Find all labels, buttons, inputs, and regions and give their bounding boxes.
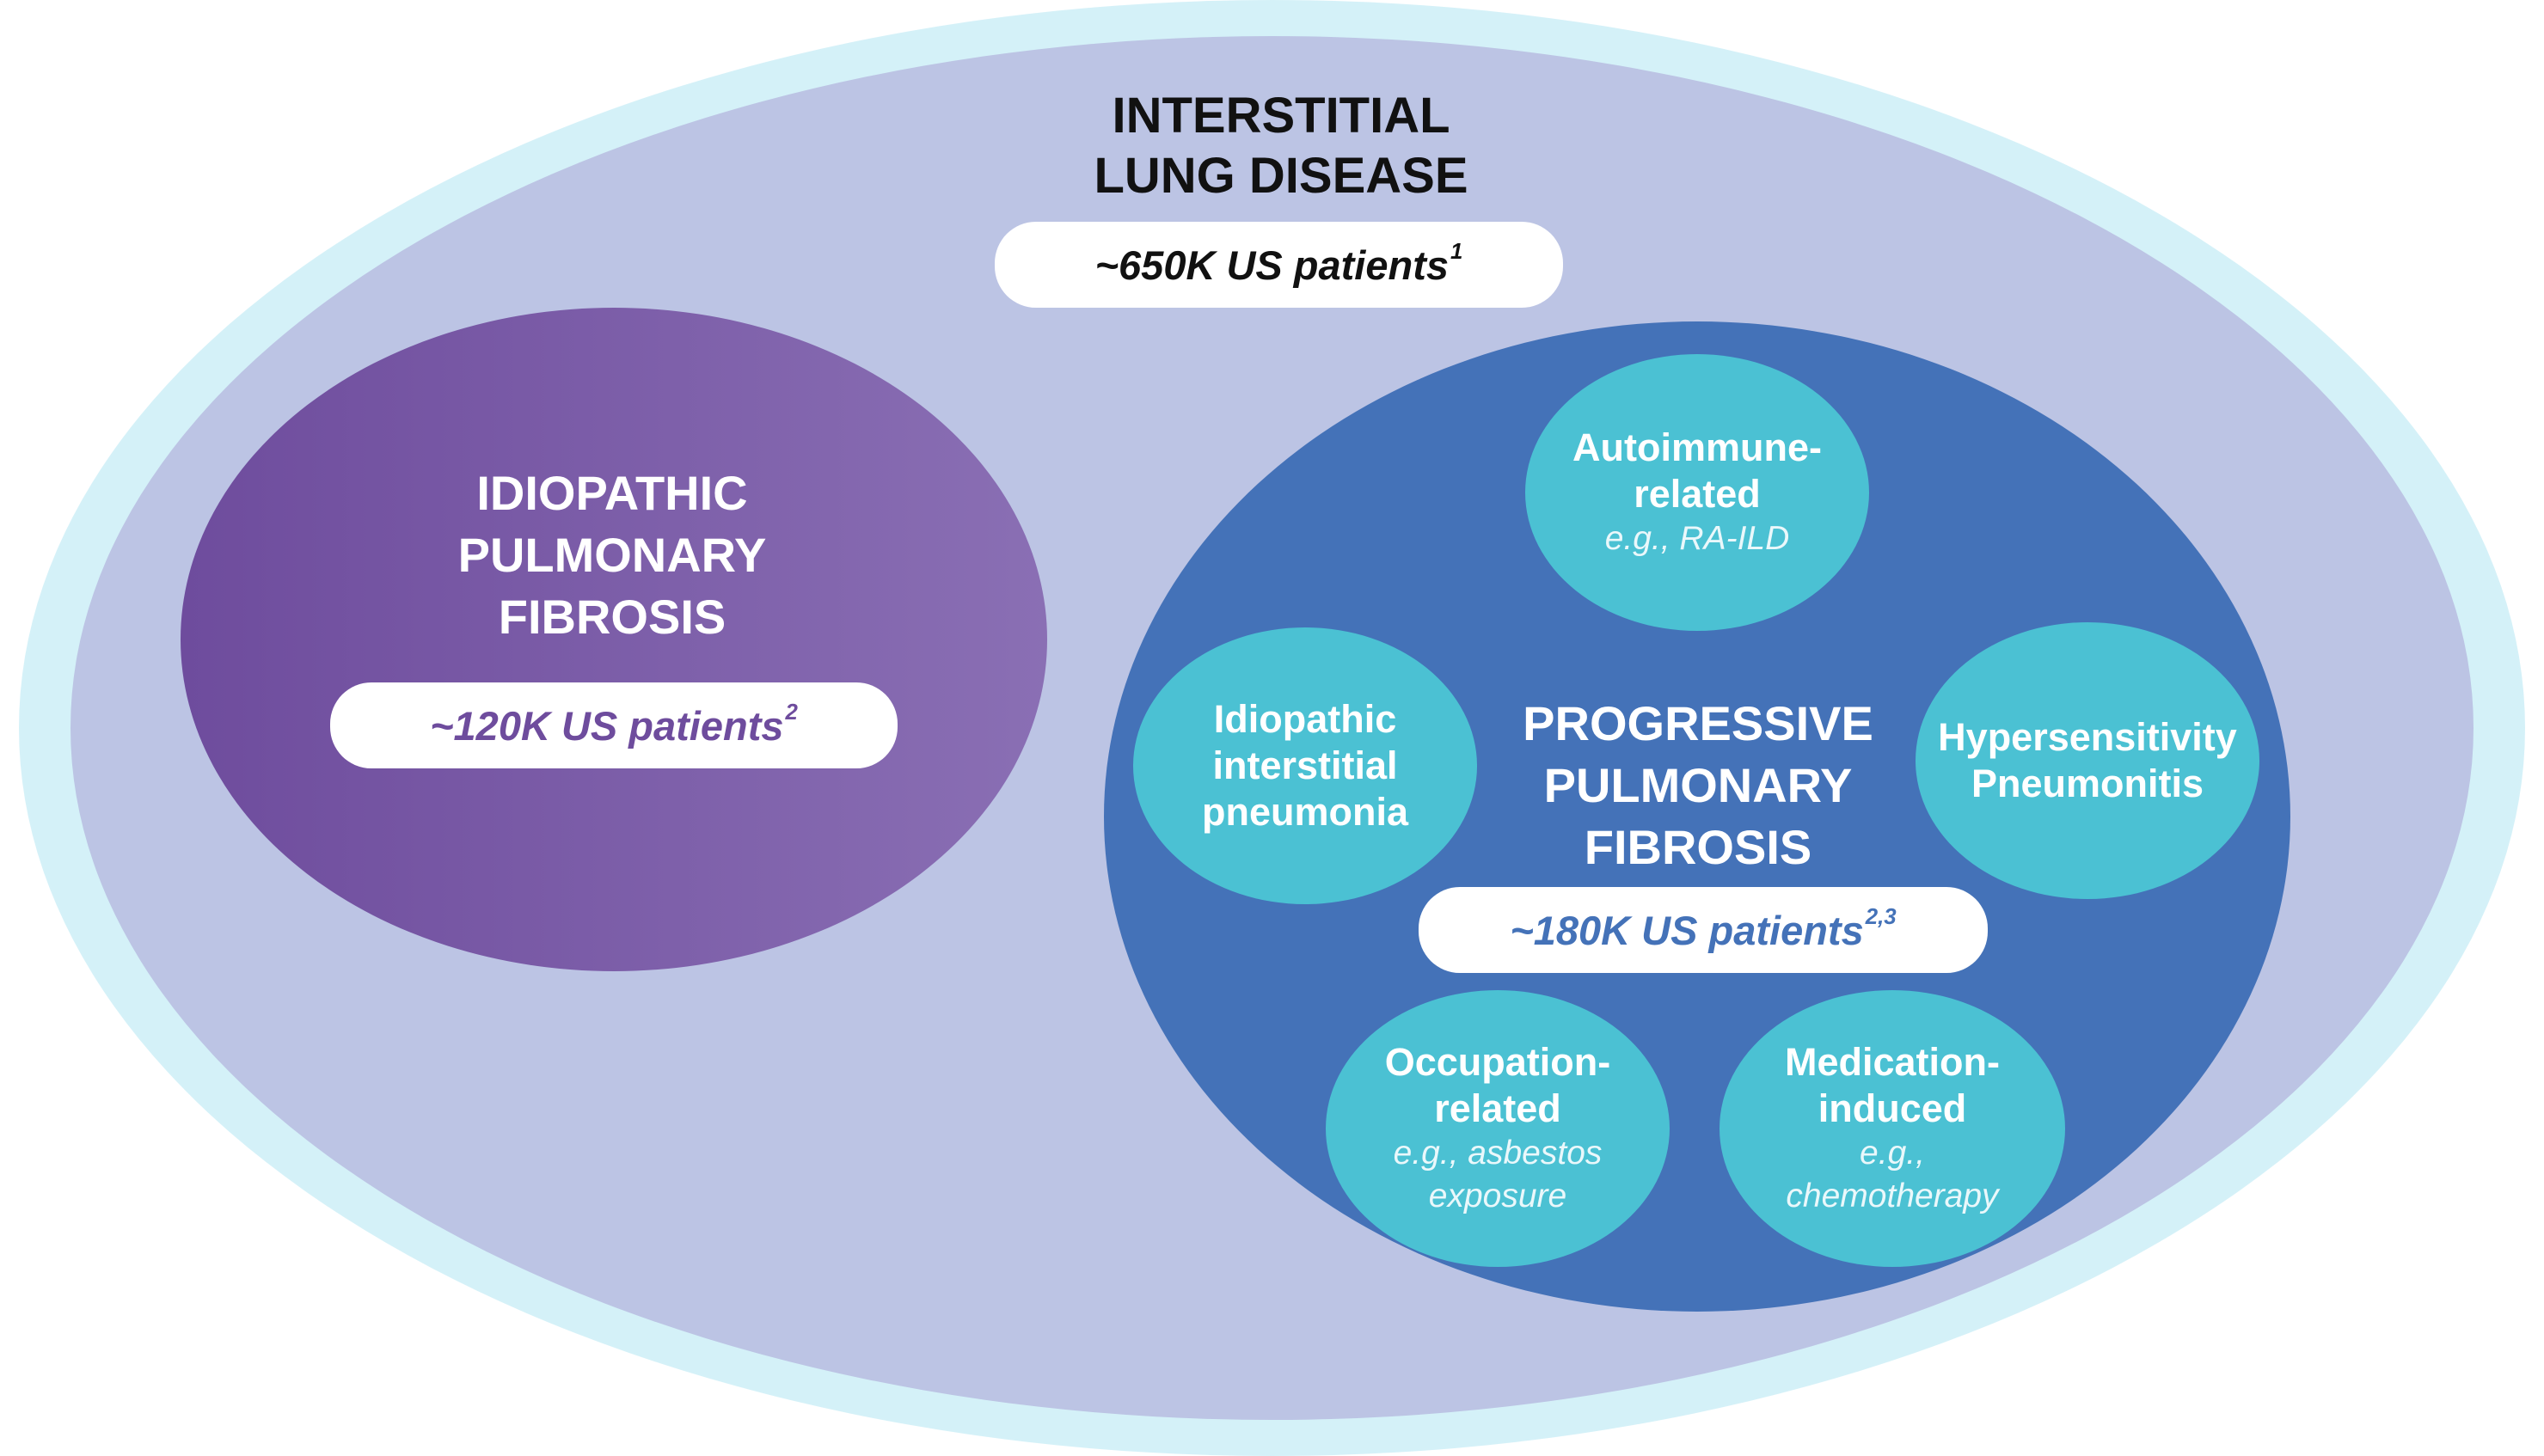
- ppf-title-line1: PROGRESSIVE: [1523, 696, 1873, 750]
- iip-line3: pneumonia: [1201, 790, 1408, 834]
- ipf-patients-ref: 2: [785, 700, 798, 725]
- ild-title: INTERSTITIAL LUNG DISEASE: [1015, 86, 1548, 206]
- ipf-title: IDIOPATHIC PULMONARY FIBROSIS: [354, 462, 870, 648]
- ppf-title-line2: PULMONARY: [1543, 758, 1853, 812]
- occupation-related-bubble: Occupation- related e.g., asbestos expos…: [1326, 990, 1670, 1267]
- medication-line2: induced: [1818, 1086, 1967, 1130]
- occupation-example1: e.g., asbestos: [1393, 1135, 1603, 1172]
- occupation-line1: Occupation-: [1384, 1040, 1611, 1084]
- ipf-ellipse: [181, 308, 1047, 971]
- medication-example1: e.g.,: [1860, 1135, 1925, 1172]
- ipf-title-line3: FIBROSIS: [498, 590, 726, 644]
- hypersensitivity-pneumonitis-bubble: Hypersensitivity Pneumonitis: [1916, 622, 2259, 899]
- ipf-title-line1: IDIOPATHIC: [476, 466, 748, 520]
- ild-patients-text: ~650K US patients: [1094, 242, 1450, 288]
- medication-induced-bubble: Medication- induced e.g., chemotherapy: [1719, 990, 2065, 1267]
- ppf-patients-ref: 2,3: [1865, 905, 1897, 930]
- hp-line2: Pneumonitis: [1971, 762, 2204, 805]
- autoimmune-related-bubble: Autoimmune- related e.g., RA-ILD: [1525, 354, 1869, 631]
- idiopathic-interstitial-pneumonia-bubble: Idiopathic interstitial pneumonia: [1133, 627, 1477, 904]
- ild-title-line1: INTERSTITIAL: [1112, 88, 1450, 144]
- medication-line1: Medication-: [1784, 1040, 2000, 1084]
- autoimmune-line2: related: [1634, 472, 1761, 516]
- hp-line1: Hypersensitivity: [1938, 715, 2237, 759]
- ild-title-line2: LUNG DISEASE: [1094, 148, 1468, 204]
- ppf-title: PROGRESSIVE PULMONARY FIBROSIS: [1444, 693, 1952, 878]
- ppf-patients-text: ~180K US patients: [1510, 907, 1864, 953]
- autoimmune-example: e.g., RA-ILD: [1604, 520, 1790, 557]
- ipf-patients-text: ~120K US patients: [430, 702, 784, 749]
- autoimmune-line1: Autoimmune-: [1572, 425, 1822, 469]
- medication-example2: chemotherapy: [1786, 1178, 1999, 1214]
- occupation-line2: related: [1434, 1086, 1561, 1130]
- iip-line1: Idiopathic: [1213, 697, 1397, 741]
- occupation-example2: exposure: [1428, 1178, 1567, 1214]
- iip-line2: interstitial: [1212, 743, 1398, 787]
- ipf-title-line2: PULMONARY: [457, 528, 767, 582]
- ild-patients-ref: 1: [1450, 240, 1463, 265]
- ppf-title-line3: FIBROSIS: [1584, 820, 1812, 874]
